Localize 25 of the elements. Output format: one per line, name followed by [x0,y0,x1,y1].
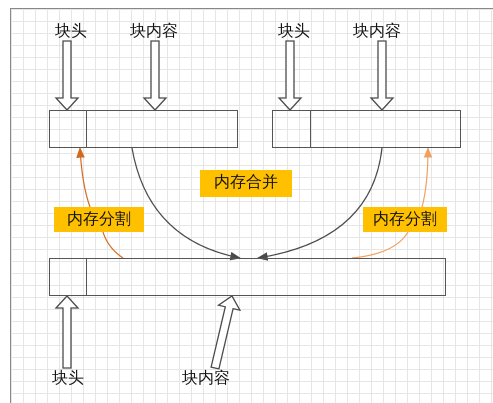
block-arrow [54,40,80,111]
label-text: 块头 [52,368,90,388]
curved-arrow [131,148,242,260]
header-box [49,258,87,296]
label-text: 块内容 [130,21,186,41]
header-box [272,110,311,148]
curved-arrow [421,146,432,208]
label-text: 块头 [278,21,316,41]
label-text: 块内容 [182,368,238,388]
content-box [86,258,446,296]
block-arrow [370,40,394,111]
highlight-label: 内存分割 [54,207,144,232]
block-arrow [278,40,302,111]
label-text: 块头 [55,21,93,41]
block-arrow [142,40,168,111]
header-box [49,110,87,148]
block-arrow [54,295,80,369]
highlight-label: 内存合并 [200,170,292,197]
content-box [310,110,461,148]
highlight-label: 内存分割 [363,207,447,232]
block-arrow [210,295,242,370]
label-text: 块内容 [353,21,409,41]
content-box [86,110,238,148]
curved-arrow [76,146,91,208]
curved-arrow [256,148,383,260]
